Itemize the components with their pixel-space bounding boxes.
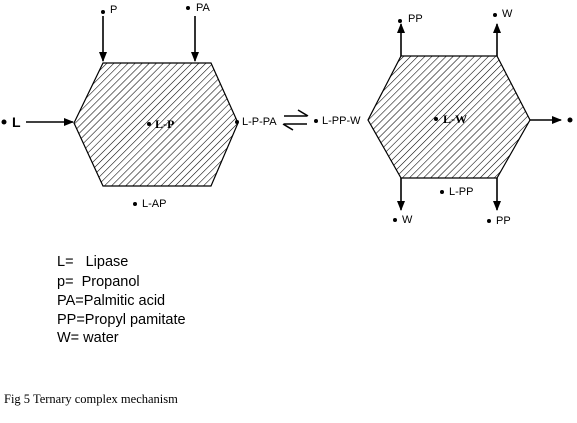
lp-dot	[147, 122, 151, 126]
p-label: P	[110, 4, 117, 16]
left-hexagon	[73, 62, 239, 187]
lppw-dot	[314, 119, 318, 123]
equilibrium-arrows-icon	[282, 109, 309, 131]
pa-dot	[186, 6, 190, 10]
pp-top-dot	[398, 19, 402, 23]
p-dot	[101, 10, 105, 14]
w-bottom-label: W	[402, 214, 413, 226]
lpp-label: L-PP	[449, 186, 473, 198]
l-dot	[1, 119, 7, 125]
lppw-label: L-PP-W	[322, 115, 361, 127]
pp-bottom-dot	[487, 219, 491, 223]
l-label: L	[12, 114, 21, 130]
legend-item: p= Propanol	[57, 274, 140, 290]
w-top-label: W	[502, 8, 513, 20]
legend-item: PP=Propyl pamitate	[57, 312, 186, 328]
legend-item: L= Lipase	[57, 254, 128, 270]
legend-item: PA=Palmitic acid	[57, 293, 165, 309]
legend-item: W= water	[57, 330, 119, 346]
w-bottom-dot	[393, 218, 397, 222]
lw-dot	[434, 117, 438, 121]
lap-label: L-AP	[142, 198, 166, 210]
pp-bottom-label: PP	[496, 215, 511, 227]
right-output-dot	[567, 117, 573, 123]
pp-top-label: PP	[408, 13, 423, 25]
lw-label: L-W	[443, 112, 467, 126]
lp-label: L-P	[155, 117, 174, 131]
pa-label: PA	[196, 2, 211, 14]
lppa-dot	[235, 120, 239, 124]
w-top-dot	[493, 13, 497, 17]
figure-caption: Fig 5 Ternary complex mechanism	[4, 392, 178, 406]
lap-dot	[133, 202, 137, 206]
lpp-dot	[440, 190, 444, 194]
legend: L= Lipase p= Propanol PA=Palmitic acid P…	[57, 254, 186, 346]
lppa-label: L-P-PA	[242, 116, 277, 128]
